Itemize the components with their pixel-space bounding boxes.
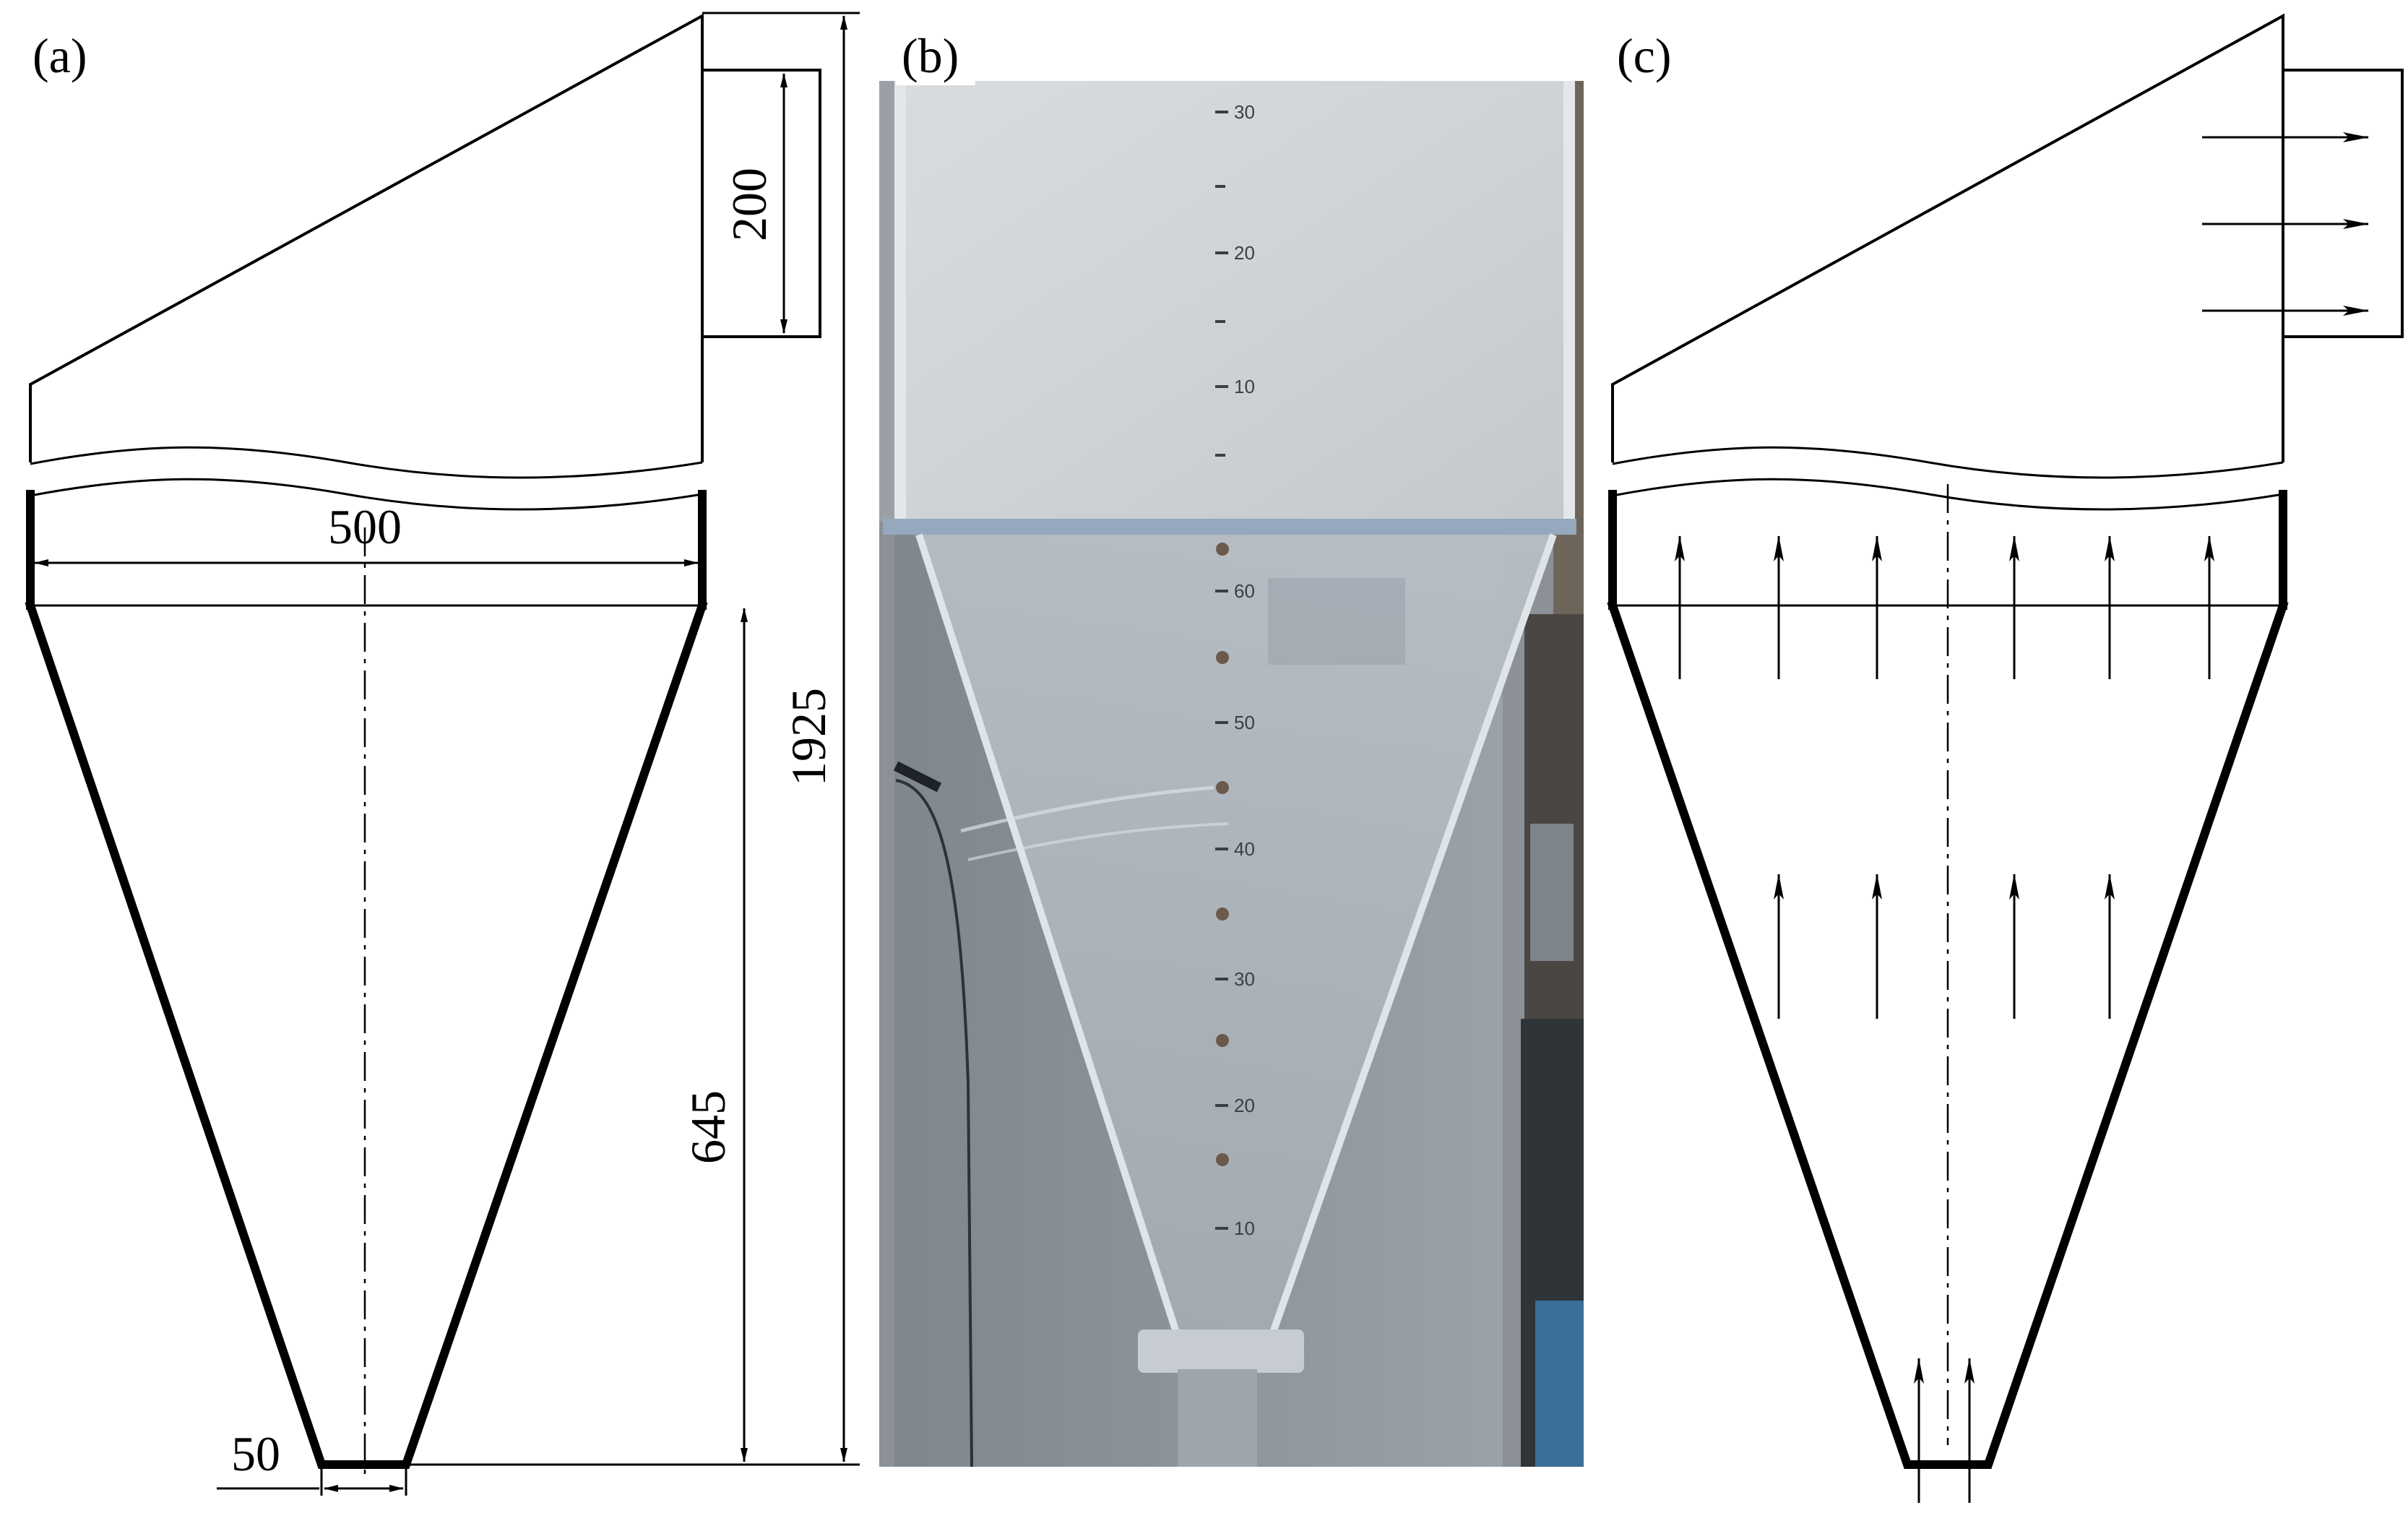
svg-text:30: 30 [1234, 101, 1255, 123]
svg-text:50: 50 [1234, 712, 1255, 733]
svg-text:20: 20 [1234, 1095, 1255, 1116]
svg-text:40: 40 [1234, 838, 1255, 860]
dim-top-width-label: 500 [328, 499, 402, 554]
panel-a-schematic: (a) 500 200 1925 645 50 [25, 12, 860, 1496]
photo-scale [1215, 111, 1228, 1230]
dim-bottom-width-label: 50 [231, 1426, 280, 1481]
upward-flow-arrows-upper [1675, 535, 2214, 679]
upward-flow-arrows-lower [1774, 874, 2115, 1019]
panel-c-label: (c) [1617, 28, 1671, 83]
dim-cone-height-label: 645 [681, 1090, 735, 1164]
photo-pressure-taps [1216, 543, 1229, 1166]
dim-outlet-height-label: 200 [722, 168, 777, 241]
outlet-flow-arrows [2202, 132, 2369, 316]
svg-text:10: 10 [1234, 376, 1255, 397]
photo-cone [919, 535, 1553, 1337]
break-line-lower [30, 478, 703, 511]
outlet-duct [702, 69, 821, 338]
cone-walls-c [1607, 600, 2289, 1469]
dim-total-height-label: 1925 [781, 688, 836, 786]
break-line-upper-c [1612, 446, 2284, 479]
photo-upper-chamber [894, 81, 1575, 522]
photo-bottom-outlet [1138, 1329, 1304, 1373]
svg-text:10: 10 [1234, 1217, 1255, 1239]
panel-b-photo: 30 20 10 60 50 40 30 20 10 (b) [879, 28, 1584, 1467]
svg-text:30: 30 [1234, 968, 1255, 990]
svg-text:60: 60 [1234, 580, 1255, 602]
svg-text:20: 20 [1234, 242, 1255, 264]
break-line-lower-c [1612, 478, 2284, 511]
cone-walls [25, 600, 708, 1469]
panel-b-label: (b) [902, 28, 959, 83]
upper-chamber-outline [29, 13, 704, 462]
photo-scale-labels: 30 20 10 60 50 40 30 20 10 [1234, 101, 1255, 1239]
inlet-flow-arrows [1914, 1358, 1975, 1503]
panel-c-flow-schematic: (c) [1607, 13, 2404, 1503]
photo-flange [883, 519, 1576, 535]
upper-chamber-outline-c [1611, 13, 2284, 462]
break-line-upper [30, 446, 703, 479]
outlet-duct-c [2283, 69, 2404, 338]
panel-a-label: (a) [33, 28, 87, 83]
